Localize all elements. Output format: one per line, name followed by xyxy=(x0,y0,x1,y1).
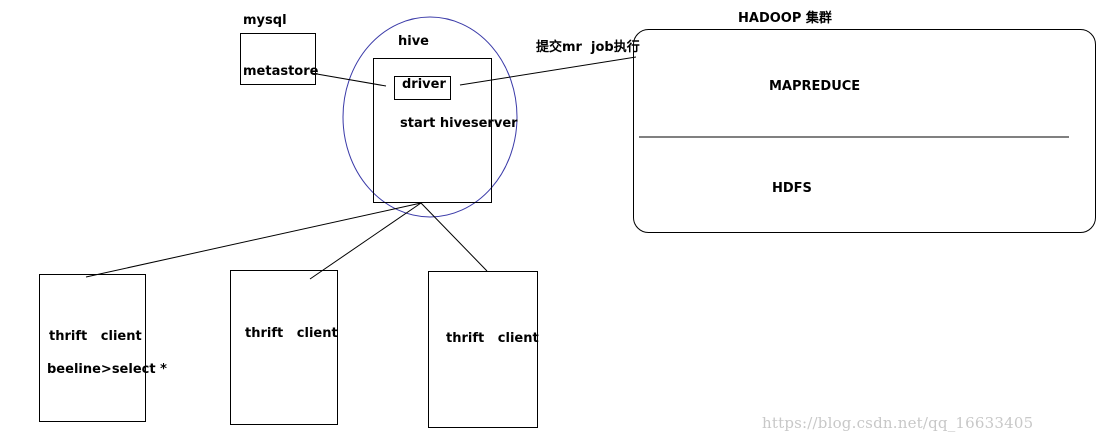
client-label-3: thrift client xyxy=(446,331,539,346)
metastore-label: metastore xyxy=(243,64,319,79)
client-label-1: thrift client xyxy=(49,329,142,344)
mysql-title: mysql xyxy=(243,13,287,28)
mysql-box xyxy=(240,33,316,85)
hiveserver-label: start hiveserver xyxy=(400,116,518,131)
hive-title: hive xyxy=(398,34,430,49)
hiveserver-to-client-2-edge xyxy=(309,202,422,280)
client-box-1 xyxy=(39,274,146,422)
hiveserver-to-client-3-edge xyxy=(420,202,488,272)
watermark-text: https://blog.csdn.net/qq_16633405 xyxy=(762,414,1034,432)
driver-to-hadoop-edge xyxy=(459,56,637,86)
hive-ring xyxy=(342,16,518,218)
hiveserver-box xyxy=(373,58,492,203)
mapreduce-label: MAPREDUCE xyxy=(769,79,861,94)
client-box-2 xyxy=(230,270,338,425)
client-label-2: thrift client xyxy=(245,326,338,341)
hdfs-label: HDFS xyxy=(772,181,812,196)
hadoop-cluster-box xyxy=(633,29,1096,233)
hadoop-title: HADOOP 集群 xyxy=(738,11,832,26)
client-command-1: beeline>select * xyxy=(47,362,167,377)
driver-box xyxy=(394,76,451,100)
submit-job-label: 提交mr job执行 xyxy=(536,40,640,55)
client-box-3 xyxy=(428,271,538,428)
driver-label: driver xyxy=(402,77,446,92)
hiveserver-to-client-1-edge xyxy=(85,202,422,278)
